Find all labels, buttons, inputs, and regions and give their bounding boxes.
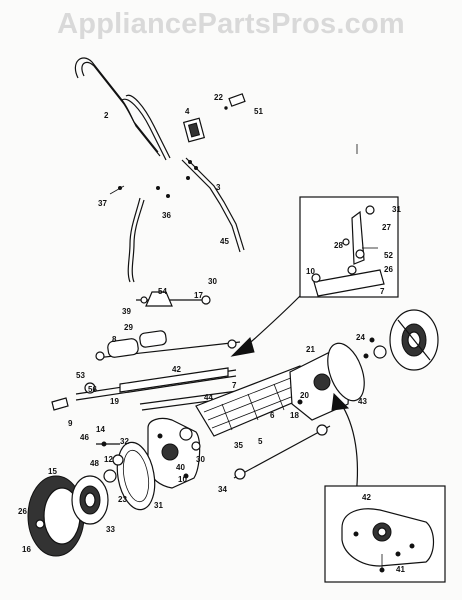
handle-hardware [109, 93, 246, 198]
roller-shaft [95, 330, 241, 361]
callout-31b: 31 [392, 205, 401, 214]
callout-27: 27 [382, 223, 391, 232]
callout-5: 5 [258, 437, 263, 446]
callout-41: 41 [396, 565, 405, 574]
callout-22: 22 [214, 93, 223, 102]
upper-handle [74, 57, 171, 161]
callout-20: 20 [300, 391, 309, 400]
callout-42: 42 [172, 365, 181, 374]
inset-handle-bracket [299, 196, 399, 298]
handle-grip [182, 117, 206, 143]
right-wheel [389, 309, 439, 371]
callout-12: 12 [104, 455, 113, 464]
callout-6: 6 [270, 411, 275, 420]
hub-cap-left [116, 441, 156, 511]
callout-29: 29 [124, 323, 133, 332]
callout-45: 45 [220, 237, 229, 246]
callout-21: 21 [306, 345, 315, 354]
callout-labels: 2 4 22 51 3 37 36 45 54 17 30 39 8 29 42… [18, 93, 405, 574]
callout-48: 48 [90, 459, 99, 468]
callout-24: 24 [356, 333, 365, 342]
callout-14: 14 [96, 425, 105, 434]
callout-15: 15 [48, 467, 57, 476]
callout-36: 36 [162, 211, 171, 220]
callout-31: 31 [154, 501, 163, 510]
callout-34: 34 [218, 485, 227, 494]
left-gear-parts [35, 441, 124, 529]
lower-handle-right [181, 157, 245, 253]
callout-7: 7 [232, 381, 237, 390]
callout-46: 46 [80, 433, 89, 442]
handle-bracket-rod [136, 291, 211, 307]
callout-32: 32 [120, 437, 129, 446]
roller-axle [233, 424, 331, 480]
callout-4: 4 [185, 107, 190, 116]
callout-33: 33 [106, 525, 115, 534]
callout-19: 19 [110, 397, 119, 406]
callout-40: 40 [176, 463, 185, 472]
callout-35: 35 [234, 441, 243, 450]
callout-30b: 30 [196, 455, 205, 464]
callout-56: 56 [88, 385, 97, 394]
callout-7b: 7 [380, 287, 385, 296]
callout-9: 9 [68, 419, 73, 428]
cross-bar [75, 367, 237, 401]
callout-54: 54 [158, 287, 167, 296]
callout-10b: 10 [306, 267, 315, 276]
callout-8: 8 [112, 335, 117, 344]
right-gear [363, 337, 387, 359]
callout-53: 53 [76, 371, 85, 380]
callout-26b: 26 [384, 265, 393, 274]
callout-23: 23 [118, 495, 127, 504]
hub-cap-right [327, 342, 365, 402]
callout-17: 17 [194, 291, 203, 300]
callout-37: 37 [98, 199, 107, 208]
callout-52: 52 [384, 251, 393, 260]
callout-3: 3 [216, 183, 221, 192]
arrow-to-handle-detail [230, 295, 301, 357]
callout-51: 51 [254, 107, 263, 116]
inset-side-plate [324, 485, 446, 583]
callout-16: 16 [22, 545, 31, 554]
callout-18: 18 [290, 411, 299, 420]
callout-39: 39 [122, 307, 131, 316]
watermark: AppliancePartsPros.com [57, 8, 405, 40]
callout-2: 2 [104, 111, 109, 120]
lower-handle-left [127, 197, 145, 283]
callout-42b: 42 [362, 493, 371, 502]
left-side-plate [147, 417, 201, 489]
callout-43: 43 [358, 397, 367, 406]
callout-10: 10 [178, 475, 187, 484]
callout-44: 44 [204, 393, 213, 402]
callout-26: 26 [18, 507, 27, 516]
adjuster-parts [51, 382, 303, 451]
callout-30: 30 [208, 277, 217, 286]
arrow-to-plate-detail [331, 392, 359, 497]
callout-28: 28 [334, 241, 343, 250]
left-wheel [27, 475, 109, 557]
